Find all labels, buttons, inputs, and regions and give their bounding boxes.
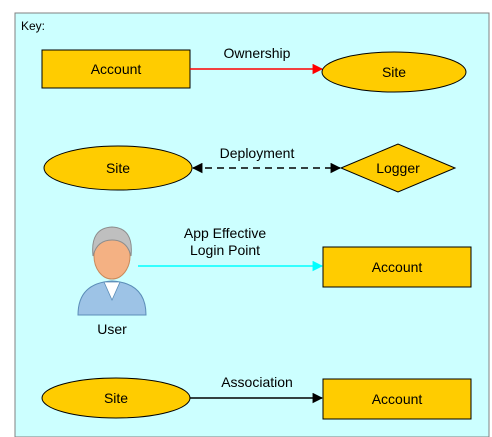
site-label-association: Site [104, 390, 128, 406]
logger-label: Logger [376, 160, 420, 176]
account-label-ownership: Account [91, 61, 142, 77]
site-ellipse-ownership [321, 51, 467, 93]
account-box-login [322, 246, 472, 288]
logger-diamond [339, 143, 457, 193]
association-label: Association [221, 374, 293, 390]
login-label-line2: Login Point [190, 242, 260, 258]
ownership-row: Account Ownership Site [41, 45, 467, 93]
site-label-deployment: Site [106, 160, 130, 176]
login-row: User App Effective Login Point Account [77, 225, 472, 337]
association-row: Site Association Account [41, 374, 472, 420]
key-label: Key: [21, 19, 45, 33]
deployment-row: Site Deployment Logger [43, 143, 457, 193]
account-label-association: Account [372, 391, 423, 407]
account-box-association [322, 378, 472, 420]
site-label-ownership: Site [382, 64, 406, 80]
ownership-label: Ownership [224, 45, 291, 61]
account-label-login: Account [372, 259, 423, 275]
deployment-label: Deployment [220, 145, 295, 161]
user-label: User [97, 321, 127, 337]
user-icon [77, 226, 147, 316]
account-box-ownership [41, 49, 191, 89]
login-label-line1: App Effective [184, 225, 266, 241]
